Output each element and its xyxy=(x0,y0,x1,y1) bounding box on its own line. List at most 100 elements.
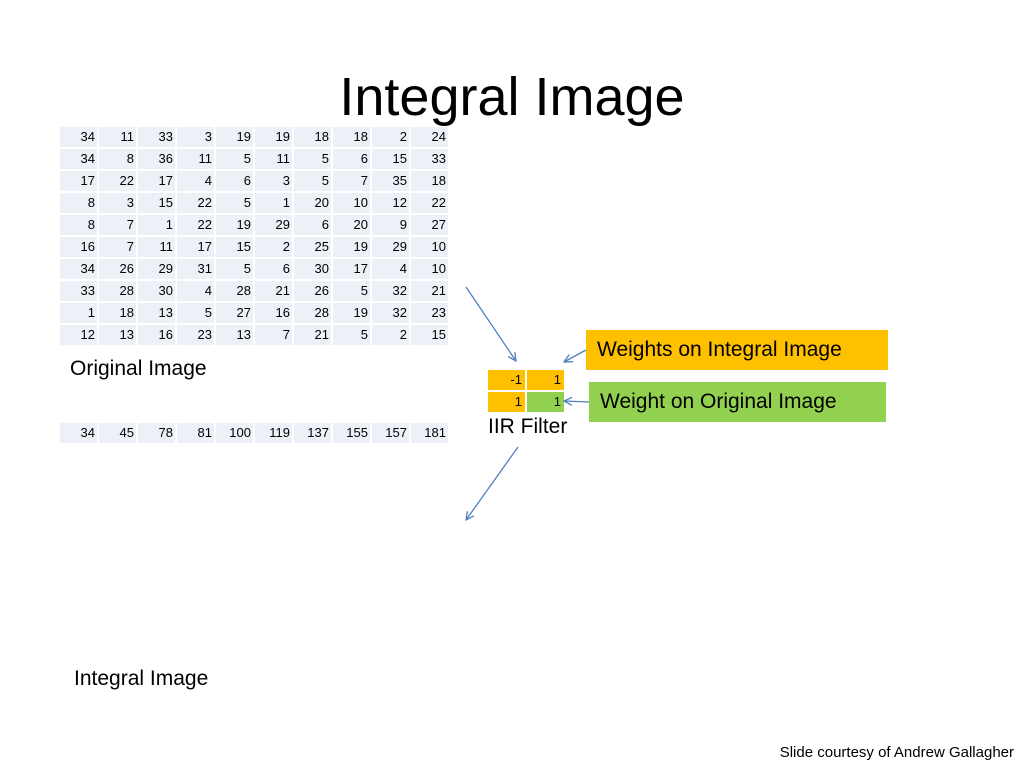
table-cell: 8 xyxy=(99,149,136,169)
table-cell: 9 xyxy=(372,215,409,235)
table-cell: 23 xyxy=(177,325,214,345)
table-cell: 1 xyxy=(255,193,292,213)
table-cell: 45 xyxy=(99,423,136,443)
table-cell: 22 xyxy=(177,215,214,235)
table-cell: 15 xyxy=(138,193,175,213)
slide-title: Integral Image xyxy=(339,67,685,127)
table-cell: 100 xyxy=(216,423,253,443)
table-cell: 7 xyxy=(99,237,136,257)
iir-filter-label: IIR Filter xyxy=(488,415,568,438)
table-cell: 32 xyxy=(372,303,409,323)
filter-row: 1 1 xyxy=(488,392,564,412)
table-cell: 27 xyxy=(411,215,448,235)
filter-cell: 1 xyxy=(527,370,564,390)
table-cell: 5 xyxy=(216,193,253,213)
table-cell: 26 xyxy=(99,259,136,279)
table-cell: 15 xyxy=(411,325,448,345)
table-cell: 21 xyxy=(294,325,331,345)
table-cell: 119 xyxy=(255,423,292,443)
table-cell: 81 xyxy=(177,423,214,443)
table-cell: 18 xyxy=(333,127,370,147)
filter-cell: 1 xyxy=(527,392,564,412)
original-weight-callout: Weight on Original Image xyxy=(589,382,886,422)
table-cell: 157 xyxy=(372,423,409,443)
table-cell: 4 xyxy=(177,171,214,191)
table-cell: 30 xyxy=(294,259,331,279)
table-cell: 20 xyxy=(333,215,370,235)
table-cell: 19 xyxy=(333,303,370,323)
table-cell: 8 xyxy=(60,193,97,213)
table-cell: 16 xyxy=(60,237,97,257)
slide-credit: Slide courtesy of Andrew Gallagher xyxy=(779,744,1014,761)
filter-row: -1 1 xyxy=(488,370,564,390)
table-cell: 1 xyxy=(138,215,175,235)
table-cell: 34 xyxy=(60,149,97,169)
table-cell: 2 xyxy=(372,325,409,345)
table-cell: 11 xyxy=(99,127,136,147)
table-cell: 18 xyxy=(411,171,448,191)
table-cell: 6 xyxy=(216,171,253,191)
table-cell: 6 xyxy=(294,215,331,235)
table-cell: 5 xyxy=(216,259,253,279)
table-cell: 12 xyxy=(60,325,97,345)
table-cell: 3 xyxy=(177,127,214,147)
table-cell: 34 xyxy=(60,423,97,443)
table-cell: 29 xyxy=(255,215,292,235)
table-cell: 5 xyxy=(216,149,253,169)
table-cell: 18 xyxy=(294,127,331,147)
table-cell: 2 xyxy=(255,237,292,257)
table-cell: 10 xyxy=(411,259,448,279)
table-cell: 19 xyxy=(255,127,292,147)
table-cell: 33 xyxy=(138,127,175,147)
table-cell: 78 xyxy=(138,423,175,443)
table-cell: 10 xyxy=(411,237,448,257)
table-cell: 155 xyxy=(333,423,370,443)
table-cell: 13 xyxy=(216,325,253,345)
table-cell: 7 xyxy=(255,325,292,345)
table-cell: 36 xyxy=(138,149,175,169)
table-cell: 181 xyxy=(411,423,448,443)
table-cell: 5 xyxy=(333,325,370,345)
table-cell: 17 xyxy=(138,171,175,191)
filter-cell: -1 xyxy=(488,370,525,390)
table-cell: 35 xyxy=(372,171,409,191)
table-cell: 18 xyxy=(99,303,136,323)
iir-filter-table: -1 1 1 1 xyxy=(486,368,566,414)
arrow-table-to-filter xyxy=(465,286,516,361)
table-cell: 29 xyxy=(138,259,175,279)
table-cell: 2 xyxy=(372,127,409,147)
table-cell: 5 xyxy=(294,171,331,191)
table-cell: 12 xyxy=(372,193,409,213)
table-cell: 25 xyxy=(294,237,331,257)
table-cell: 15 xyxy=(372,149,409,169)
table-cell: 17 xyxy=(177,237,214,257)
table-cell: 32 xyxy=(372,281,409,301)
filter-cell: 1 xyxy=(488,392,525,412)
table-cell: 6 xyxy=(333,149,370,169)
table-cell: 17 xyxy=(60,171,97,191)
table-cell: 20 xyxy=(294,193,331,213)
arrow-original-weight xyxy=(564,401,590,402)
table-cell: 29 xyxy=(372,237,409,257)
table-cell: 5 xyxy=(294,149,331,169)
table-cell: 28 xyxy=(216,281,253,301)
table-cell: 13 xyxy=(138,303,175,323)
table-cell: 22 xyxy=(99,171,136,191)
table-cell: 26 xyxy=(294,281,331,301)
table-cell: 22 xyxy=(411,193,448,213)
table-cell: 28 xyxy=(294,303,331,323)
table-cell: 22 xyxy=(177,193,214,213)
table-cell: 7 xyxy=(99,215,136,235)
original-image-label: Original Image xyxy=(70,357,207,380)
table-cell: 33 xyxy=(411,149,448,169)
integral-weights-callout: Weights on Integral Image xyxy=(586,330,888,370)
arrow-integral-weights xyxy=(564,349,587,362)
